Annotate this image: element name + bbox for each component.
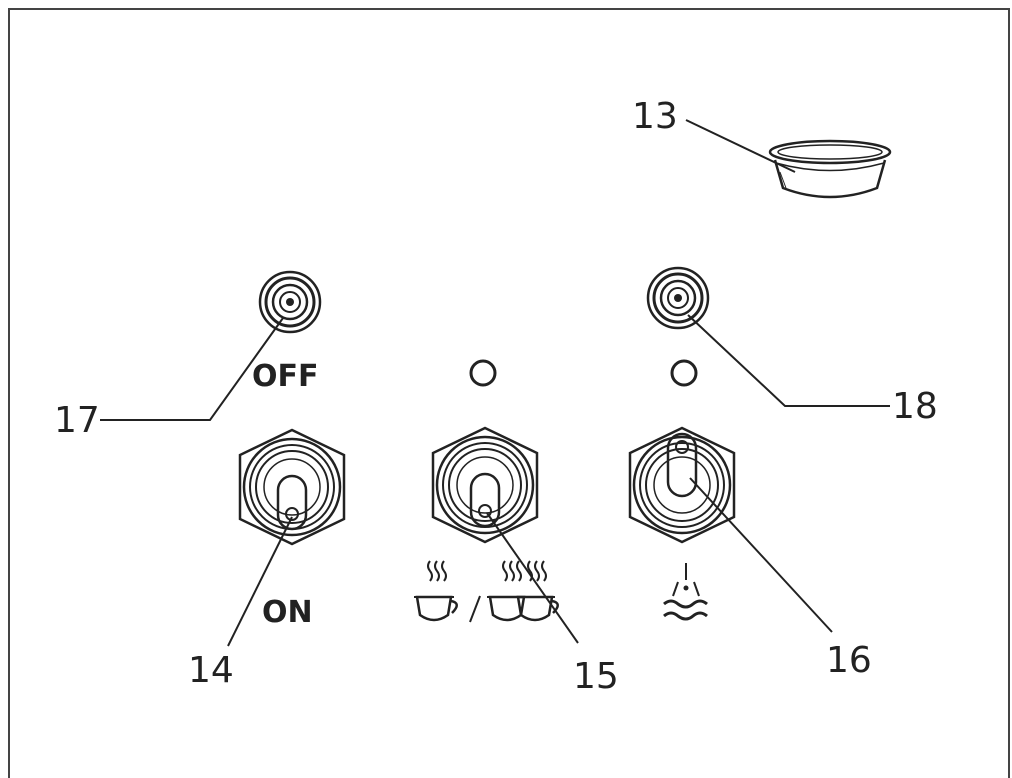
steam-switch: [628, 426, 736, 544]
power-indicator-lamp: [258, 270, 322, 334]
callout-15: 15: [573, 656, 619, 697]
off-position-marker: [469, 359, 497, 387]
steam-indicator-lamp: [646, 266, 710, 330]
control-panel-diagram: OFF ON 13 17 18 14 15 16: [54, 96, 938, 697]
callout-14: 14: [188, 650, 234, 691]
on-label: ON: [262, 595, 313, 630]
leader-lines: [100, 119, 890, 647]
diagram-frame: [8, 8, 1010, 778]
cup-single-double-icon: [414, 560, 559, 623]
filter-basket: [768, 139, 892, 199]
power-switch: [238, 428, 346, 546]
off-position-marker: [670, 359, 698, 387]
callout-16: 16: [826, 640, 872, 681]
callout-13: 13: [632, 96, 678, 137]
steam-icon: [663, 563, 708, 621]
coffee-switch: [431, 426, 539, 544]
callout-17: 17: [54, 400, 100, 441]
callout-18: 18: [892, 386, 938, 427]
off-label: OFF: [252, 359, 319, 394]
